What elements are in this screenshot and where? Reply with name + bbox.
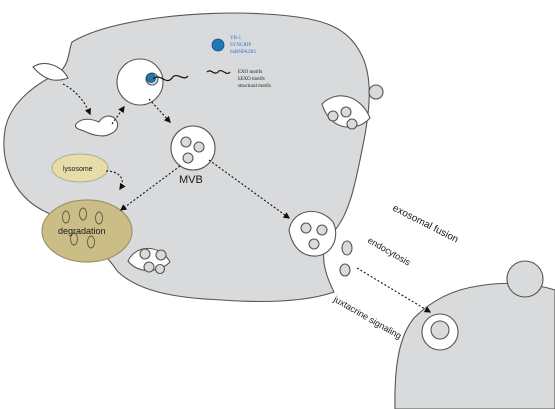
arrow-mvb-to-fusion: [208, 159, 291, 219]
mvb-label: MVB: [179, 174, 203, 186]
endocytosis-label: endocytosis: [366, 235, 413, 268]
exosomal-fusion-label: exosomal fusion: [391, 203, 460, 246]
plasma-membrane-invagination: [32, 63, 69, 81]
protein-label-yb1: YB-1: [230, 36, 242, 41]
degradation-vesicle-3: [95, 211, 103, 225]
endocytic-protein: [146, 73, 156, 83]
motif-rna-strand: [206, 69, 231, 75]
arrow-endosome-to-vesicle: [111, 105, 125, 125]
lysosome-label: lysosome: [63, 166, 93, 173]
degradation-label: degradation: [58, 226, 106, 236]
endocytic-vesicle: [116, 58, 164, 106]
protein-marker: [211, 38, 225, 52]
degradation-vesicle-2: [79, 207, 87, 221]
fusion-vesicle-1: [300, 222, 312, 234]
released-exosome-2: [339, 263, 351, 277]
arrow-lysosome-to-degradation: [105, 170, 126, 191]
bottom-vesicle-1: [139, 248, 151, 260]
mvb-intraluminal-vesicle-3: [182, 152, 194, 164]
bottom-vesicle-4: [154, 263, 166, 275]
mvb: [170, 125, 216, 171]
protein-label-hnrnpa2b1: hnRNPA2B1: [230, 50, 257, 55]
fusion-pocket: [288, 210, 337, 257]
recipient-cell-body: [394, 282, 555, 409]
bottom-vesicle-3: [143, 261, 155, 273]
protein-label-syncrip: SYNCRIP: [230, 43, 251, 48]
lysosome: [51, 153, 109, 183]
degradation-vesicle-5: [87, 235, 95, 249]
motif-label-structural: structural motifs: [238, 84, 271, 89]
motif-label-hexo: hEXO motifs: [238, 77, 265, 82]
fusion-vesicle-2: [316, 224, 328, 236]
endocytic-rna-strand: [152, 74, 189, 82]
motif-label-exo: EXO motifs: [238, 70, 262, 75]
recipient-vesicle-inner: [430, 320, 450, 340]
arrow-invagination-to-endosome: [62, 83, 91, 116]
recipient-cell-bud: [506, 260, 544, 298]
pocket-vesicle-2: [340, 106, 352, 118]
early-endosome: [74, 115, 119, 137]
juxtacrine-signaling-label: juxtacrine signaling: [331, 294, 403, 341]
released-exosome-1: [341, 240, 353, 256]
arrow-exosome-to-recipient: [356, 267, 432, 313]
degradation-vesicle-4: [70, 232, 78, 246]
fusion-vesicle-3: [308, 238, 320, 250]
arrow-mvb-to-degradation: [119, 165, 181, 211]
degradation-vesicle-1: [62, 210, 70, 224]
bottom-vesicle-2: [155, 249, 167, 261]
pocket-vesicle-1: [327, 110, 339, 122]
pocket-vesicle-3: [346, 118, 358, 130]
arrow-vesicle-to-mvb: [148, 98, 171, 123]
mvb-intraluminal-vesicle-2: [193, 141, 205, 153]
extracellular-vesicle-top: [368, 84, 384, 100]
mvb-intraluminal-vesicle-1: [180, 136, 192, 148]
